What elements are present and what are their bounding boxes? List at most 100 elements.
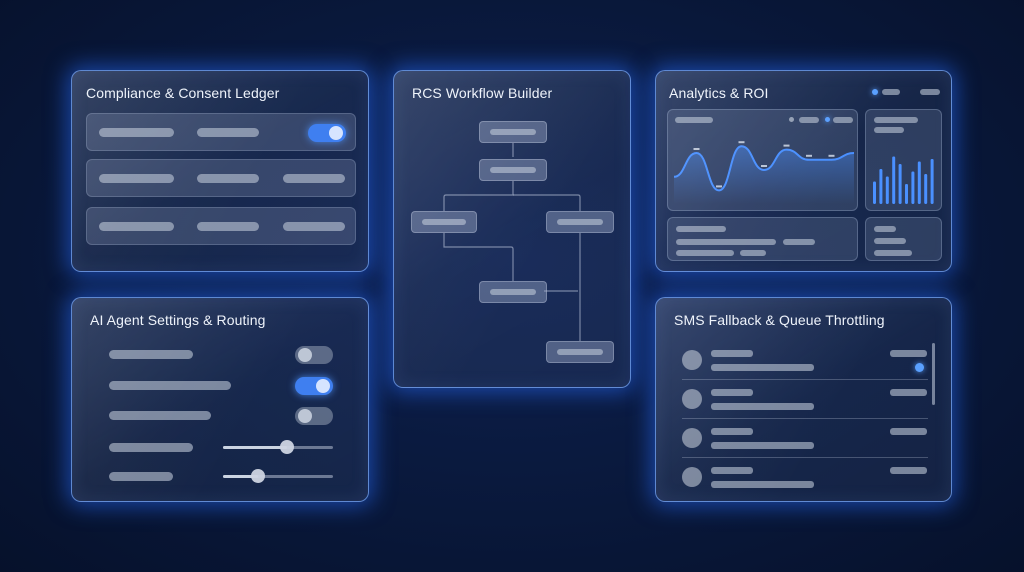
chart-subtitle-placeholder [874,127,904,133]
bar-chart-bar [873,181,876,204]
bar-chart-bar [898,164,902,204]
queue-item-meta-placeholder [890,467,927,474]
list-divider [682,457,928,458]
line-chart-point [761,165,767,167]
workflow-connectors [443,143,581,341]
avatar [682,389,702,409]
consent-toggle[interactable] [308,124,346,142]
bar-chart-bar [911,171,915,204]
roi-stats-card [865,217,942,261]
line-chart-point [693,148,700,150]
priority-slider-fill [223,475,259,478]
cell-placeholder [197,222,259,231]
cell-placeholder [283,174,345,183]
cell-placeholder [99,174,174,183]
threshold-slider-fill [223,446,287,449]
queue-item-detail-placeholder [711,403,814,410]
priority-slider-track[interactable] [223,475,333,478]
line-chart-point [783,144,790,147]
workflow-node-merge[interactable] [479,281,547,303]
bar-chart-bar [879,169,883,204]
workflow-node-end[interactable] [546,341,614,363]
bar-chart-bar [917,161,921,204]
workflow-builder-panel: RCS Workflow Builder [393,70,631,388]
legend-label-placeholder [833,117,853,123]
bar-chart-card [865,109,942,211]
line-chart-point [806,154,812,157]
routing-toggle[interactable] [295,407,333,425]
stat-placeholder [783,239,815,245]
ai-agent-settings-panel: AI Agent Settings & Routing [71,297,369,502]
compliance-ledger-panel: Compliance & Consent Ledger [71,70,369,272]
queue-item-detail-placeholder [711,481,814,488]
list-divider [682,418,928,419]
legend-label-placeholder [882,89,900,95]
setting-label-placeholder [109,411,211,420]
panel-title: SMS Fallback & Queue Throttling [674,312,885,328]
queue-item-title-placeholder [711,467,753,474]
ledger-row[interactable] [86,113,356,151]
summary-stats-card [667,217,858,261]
bar-chart-bar [905,184,908,204]
queue-item-meta-placeholder [890,350,927,357]
workflow-node-trigger[interactable] [479,121,547,143]
stat-placeholder [874,226,896,232]
cell-placeholder [99,222,174,231]
queue-item-title-placeholder [711,389,753,396]
bar-chart-bar [924,174,928,204]
legend-label-placeholder [920,89,940,95]
avatar [682,467,702,487]
panel-title: RCS Workflow Builder [412,85,553,101]
analytics-roi-panel: Analytics & ROI [655,70,952,272]
setting-label-placeholder [109,381,231,390]
line-chart [673,141,855,204]
stat-placeholder [676,226,726,232]
bar-chart-bar [885,176,889,204]
queue-list-scrollbar[interactable] [932,343,935,405]
line-chart-point [716,185,722,188]
routing-toggle[interactable] [295,346,333,364]
queue-item-title-placeholder [711,350,753,357]
queue-item-meta-placeholder [890,389,927,396]
panel-title: Compliance & Consent Ledger [86,85,280,101]
ledger-row[interactable] [86,159,356,197]
cell-placeholder [99,128,174,137]
chart-title-placeholder [675,117,713,123]
threshold-slider-handle[interactable] [279,440,294,454]
stat-placeholder [676,250,734,256]
bar-chart-bar [892,156,896,204]
workflow-node-branch-left[interactable] [411,211,477,233]
cell-placeholder [283,222,345,231]
active-status-dot-icon [915,363,924,372]
setting-label-placeholder [109,472,173,481]
bar-chart [873,156,934,204]
queue-item-title-placeholder [711,428,753,435]
sms-fallback-panel: SMS Fallback & Queue Throttling [655,297,952,502]
legend-dot-icon [825,117,830,122]
stat-placeholder [874,250,912,256]
line-chart-card [667,109,858,211]
workflow-node-message[interactable] [479,159,547,181]
cell-placeholder [197,174,259,183]
ledger-row[interactable] [86,207,356,245]
queue-item-detail-placeholder [711,442,814,449]
line-chart-point [738,141,745,144]
avatar [682,350,702,370]
cell-placeholder [197,128,259,137]
setting-label-placeholder [109,443,193,452]
priority-slider-handle[interactable] [251,469,266,483]
queue-item-meta-placeholder [890,428,927,435]
routing-toggle[interactable] [295,377,333,395]
stat-placeholder [874,238,906,244]
panel-title: AI Agent Settings & Routing [90,312,266,328]
line-chart-series [673,145,855,192]
legend-dot-icon [789,117,794,122]
stat-placeholder [740,250,766,256]
avatar [682,428,702,448]
workflow-node-branch-right[interactable] [546,211,614,233]
setting-label-placeholder [109,350,193,359]
queue-item-detail-placeholder [711,364,814,371]
panel-title: Analytics & ROI [669,85,769,101]
chart-title-placeholder [874,117,918,123]
list-divider [682,379,928,380]
